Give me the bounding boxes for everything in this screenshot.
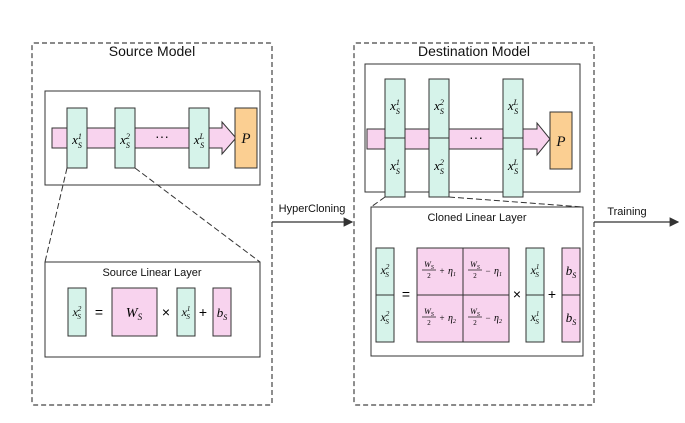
svg-text:η1: η1 xyxy=(494,266,502,278)
cloned-input-bottom-box xyxy=(525,294,545,343)
cloned-weight-21: WS 2 + η2 xyxy=(422,307,456,327)
svg-text:2: 2 xyxy=(427,272,431,280)
source-equals: = xyxy=(95,304,103,320)
source-linear-layer-title: Source Linear Layer xyxy=(102,267,201,279)
source-bias: bS xyxy=(217,305,228,322)
destination-layer-1-bottom xyxy=(384,137,406,198)
cloned-times: × xyxy=(513,286,521,302)
cloned-weight-22-box xyxy=(462,294,510,343)
svg-text:WS: WS xyxy=(424,307,434,318)
cloned-weight-12: WS 2 − η1 xyxy=(468,260,502,280)
source-layer-2 xyxy=(114,107,136,169)
destination-model-panel xyxy=(353,42,595,406)
source-plus: + xyxy=(199,304,207,320)
cloned-linear-layer-title: Cloned Linear Layer xyxy=(427,212,526,224)
cloned-weight-21-box xyxy=(416,294,464,343)
cloned-output-bottom-box xyxy=(375,294,395,343)
cloned-weight-22: WS 2 − η2 xyxy=(468,307,502,327)
source-layer-L xyxy=(188,107,210,169)
cloned-weight-11: WS 2 + η1 xyxy=(422,260,456,280)
source-times: × xyxy=(162,304,170,320)
svg-text:2: 2 xyxy=(473,272,477,280)
destination-model-title: Destination Model xyxy=(418,43,530,59)
svg-text:+: + xyxy=(439,313,444,323)
cloned-bias-bottom: bS xyxy=(566,310,577,327)
source-weight-box xyxy=(111,287,158,337)
destination-dots: ··· xyxy=(469,129,483,145)
svg-text:WS: WS xyxy=(470,307,480,318)
svg-text:2: 2 xyxy=(427,319,431,327)
source-dots: ··· xyxy=(155,128,169,144)
hypercloning-label: HyperCloning xyxy=(279,203,346,215)
destination-output-p: P xyxy=(555,134,565,150)
source-output-p-box xyxy=(234,107,258,169)
svg-text:η2: η2 xyxy=(494,313,502,325)
svg-text:WS: WS xyxy=(424,260,434,271)
destination-zoom-line-right xyxy=(448,196,584,208)
source-zoom-line-left xyxy=(44,167,68,263)
destination-zoom-line-left xyxy=(370,196,386,208)
cloned-weight-12-box xyxy=(462,247,510,296)
svg-text:2: 2 xyxy=(473,319,477,327)
cloned-plus: + xyxy=(548,286,556,302)
svg-text:η2: η2 xyxy=(448,313,456,325)
svg-text:−: − xyxy=(485,313,490,323)
source-zoom-line-right xyxy=(134,167,261,263)
source-weight-label: WS xyxy=(126,306,143,322)
source-layer-1 xyxy=(66,107,88,169)
cloned-weight-11-box xyxy=(416,247,464,296)
destination-layer-L-bottom xyxy=(502,137,524,198)
source-model-title: Source Model xyxy=(109,43,195,59)
svg-text:−: − xyxy=(485,266,490,276)
destination-output-p-box xyxy=(549,111,573,170)
source-output-x2-box xyxy=(67,287,87,337)
cloned-bias-top: bS xyxy=(566,263,577,280)
svg-text:+: + xyxy=(439,266,444,276)
source-bias-box xyxy=(212,287,232,337)
svg-text:WS: WS xyxy=(470,260,480,271)
cloned-equals: = xyxy=(402,286,410,302)
source-input-x1-box xyxy=(176,287,196,337)
destination-layer-2-bottom xyxy=(428,137,450,198)
cloned-bias-bottom-box xyxy=(561,294,581,343)
source-model-panel xyxy=(31,42,273,406)
source-output-p: P xyxy=(240,131,250,147)
training-label: Training xyxy=(607,206,646,218)
svg-text:η1: η1 xyxy=(448,266,456,278)
